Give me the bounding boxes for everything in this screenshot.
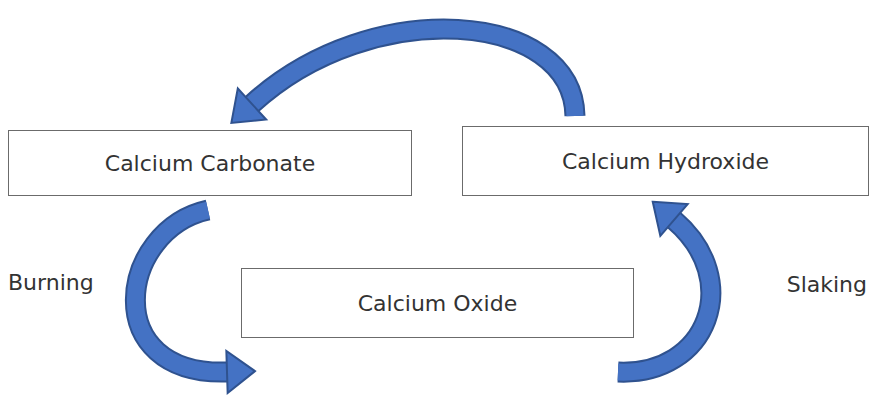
arrow-head (653, 202, 688, 236)
process-box: Calcium Oxide (241, 268, 634, 338)
box-label: Calcium Carbonate (91, 151, 329, 176)
arrow-outline (252, 29, 575, 116)
process-box: Calcium Hydroxide (462, 126, 869, 196)
process-label: Slaking (787, 272, 867, 297)
process-box: Calcium Carbonate (8, 130, 412, 196)
arrow-body (252, 29, 575, 116)
arrow-outline (135, 210, 227, 372)
arrow-head (231, 89, 266, 123)
arrow-body (135, 210, 227, 372)
curved-arrow (135, 210, 255, 393)
box-label: Calcium Oxide (344, 291, 531, 316)
box-label: Calcium Hydroxide (548, 149, 783, 174)
curved-arrow (231, 29, 575, 123)
arrow-head (226, 351, 255, 393)
process-label: Burning (8, 270, 94, 295)
